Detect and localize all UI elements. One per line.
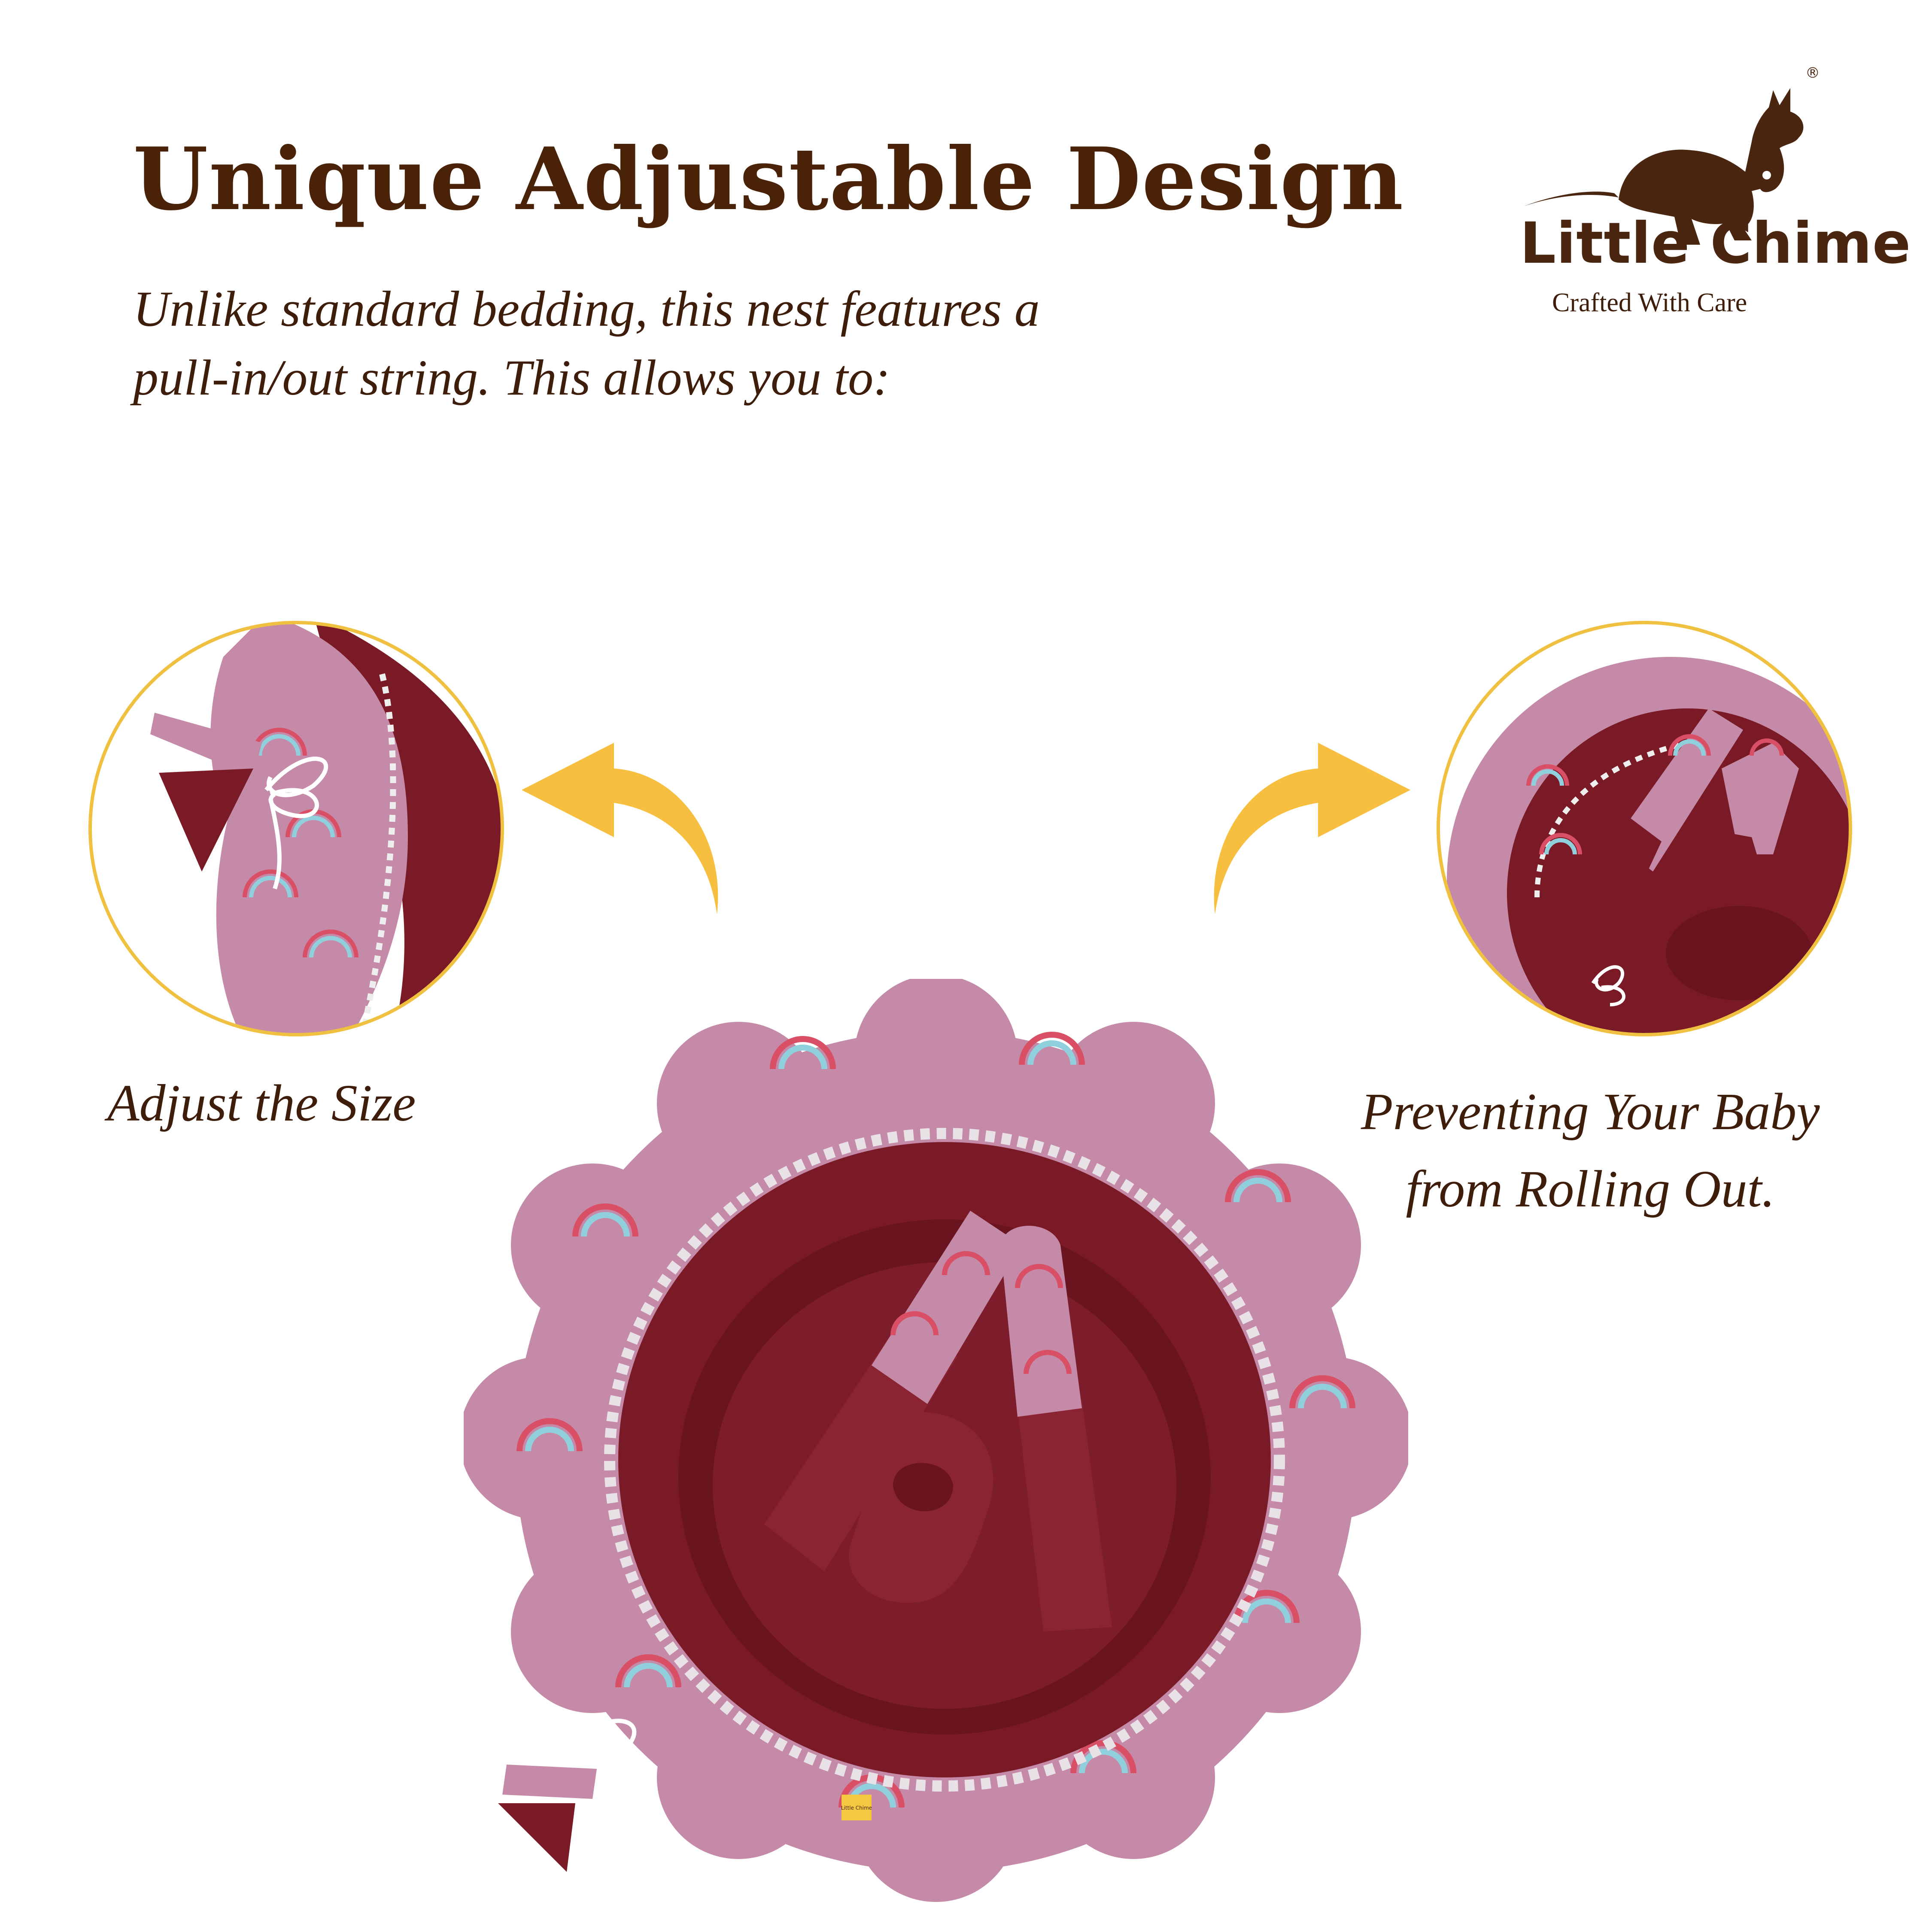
- brand-label-text: Little Chime: [841, 1805, 872, 1811]
- curved-arrow-right-icon: [1214, 743, 1410, 914]
- caption-adjust-size: Adjust the Size: [107, 1074, 416, 1132]
- brand-label-tag: [841, 1795, 872, 1820]
- curved-arrow-left-icon: [522, 743, 718, 914]
- baby-nest-photo: Little Chime: [464, 979, 1408, 1902]
- caption-rolling-out: Preventing Your Baby from Rolling Out.: [1361, 1073, 1820, 1228]
- brand-tagline: Crafted With Care: [1552, 288, 1747, 317]
- caption-rolling-out-line-2: from Rolling Out.: [1406, 1160, 1775, 1218]
- subtitle-line-1: Unlike standard bedding, this nest featu…: [133, 281, 1040, 337]
- registered-mark: ®: [1805, 64, 1820, 82]
- rolling-out-detail-photo: [1437, 621, 1852, 1036]
- adjust-size-detail-photo: [88, 621, 504, 1036]
- kangaroo-icon: [1524, 88, 1804, 245]
- caption-rolling-out-line-1: Preventing Your Baby: [1361, 1083, 1820, 1141]
- brand-name: Little Chime: [1520, 210, 1911, 276]
- page-subtitle: Unlike standard bedding, this nest featu…: [133, 275, 1206, 412]
- subtitle-line-2: pull-in/out string. This allows you to:: [133, 349, 890, 406]
- page-title: Unique Adjustable Design: [133, 129, 1404, 230]
